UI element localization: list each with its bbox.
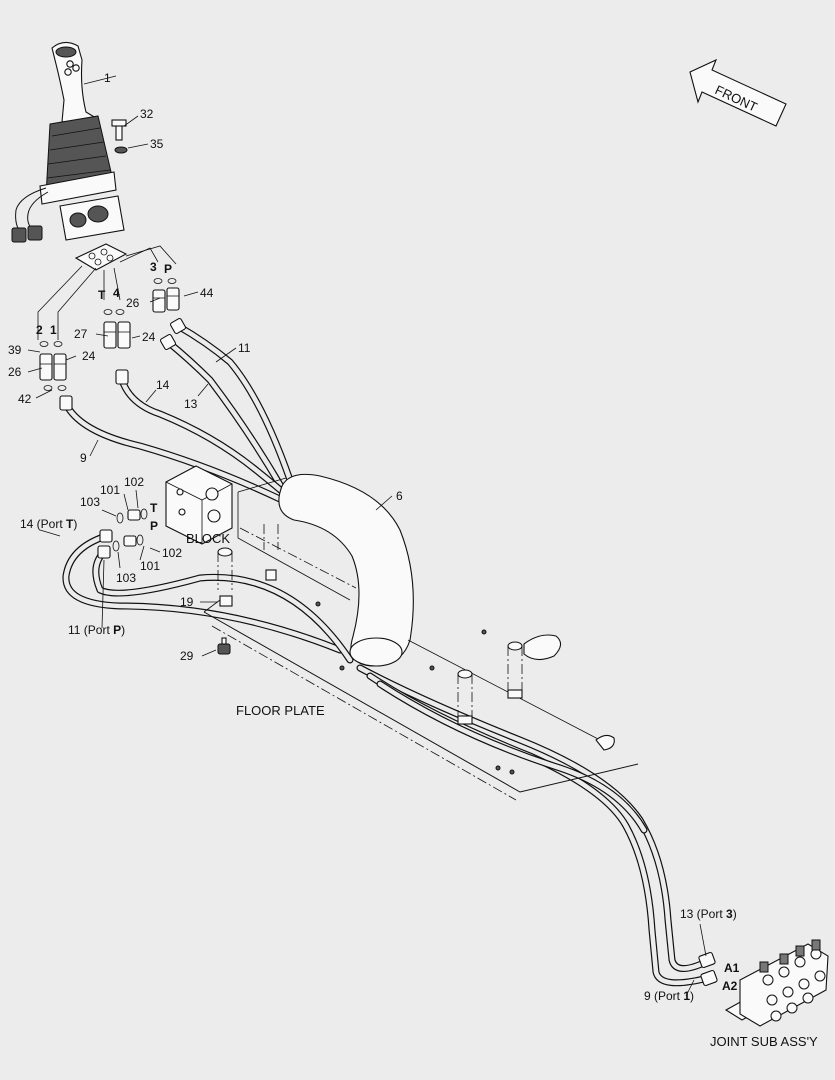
port-t-label: T [98,288,106,302]
block-port-p-label: P [150,519,158,533]
callout-42: 42 [18,392,32,406]
callout-101-top: 101 [100,483,120,497]
callout-13: 13 [184,397,198,411]
block-fittings [112,508,148,552]
protective-tube-6 [278,473,414,667]
callout-11-port-p: 11 (Port P) [68,623,125,637]
front-direction-arrow: FRONT [689,58,787,127]
bolt-32 [111,119,127,141]
fitting-group-12 [39,341,67,391]
screw-29 [217,637,231,655]
callout-24-left: 24 [82,349,96,363]
callout-9-port-1: 9 (Port 1) [644,989,694,1003]
callout-26-top: 26 [126,296,140,310]
callout-1: 1 [104,71,111,85]
callout-29: 29 [180,649,194,663]
callout-103-top: 103 [80,495,100,509]
callout-14: 14 [156,378,170,392]
joint-sub-assy-label: JOINT SUB ASS'Y [710,1034,818,1049]
joint-port-a2-label: A2 [722,979,738,993]
callout-19: 19 [180,595,194,609]
callout-26-left: 26 [8,365,22,379]
joystick-lever [11,41,125,243]
leader-lines [27,75,707,997]
floor-plate [203,477,639,801]
callout-14-port-t: 14 (Port T) [20,517,77,531]
port-p-label: P [164,262,172,276]
washer-35 [114,146,128,154]
callout-24-mid: 24 [142,330,156,344]
floor-plate-label: FLOOR PLATE [236,703,325,718]
fitting-group-t4 [103,309,131,349]
callout-39: 39 [8,343,22,357]
port-2-label: 2 [36,323,43,337]
port-1-label: 1 [50,323,57,337]
callout-102-bottom: 102 [162,546,182,560]
fitting-group-p3 [152,278,180,313]
clamp-posts [217,524,523,725]
explode-lines [37,245,177,340]
callout-103-bottom: 103 [116,571,136,585]
callout-35: 35 [150,137,164,151]
port-3-label: 3 [150,260,157,274]
callout-101-bottom: 101 [140,559,160,573]
callout-44: 44 [200,286,214,300]
callout-6: 6 [396,489,403,503]
callout-9: 9 [80,451,87,465]
joint-port-a1-label: A1 [724,961,740,975]
callout-27: 27 [74,327,88,341]
valve-block [165,465,233,545]
callout-11: 11 [238,341,251,355]
callout-32: 32 [140,107,154,121]
block-label: BLOCK [186,531,230,546]
hose-end-fittings [59,317,718,987]
callout-13-port-3: 13 (Port 3) [680,907,737,921]
block-port-t-label: T [150,501,158,515]
hose-bundle [62,322,712,987]
valve-plate [74,243,128,271]
callout-102-top: 102 [124,475,144,489]
port-4-label: 4 [113,286,120,300]
joint-sub-assembly [724,939,829,1027]
